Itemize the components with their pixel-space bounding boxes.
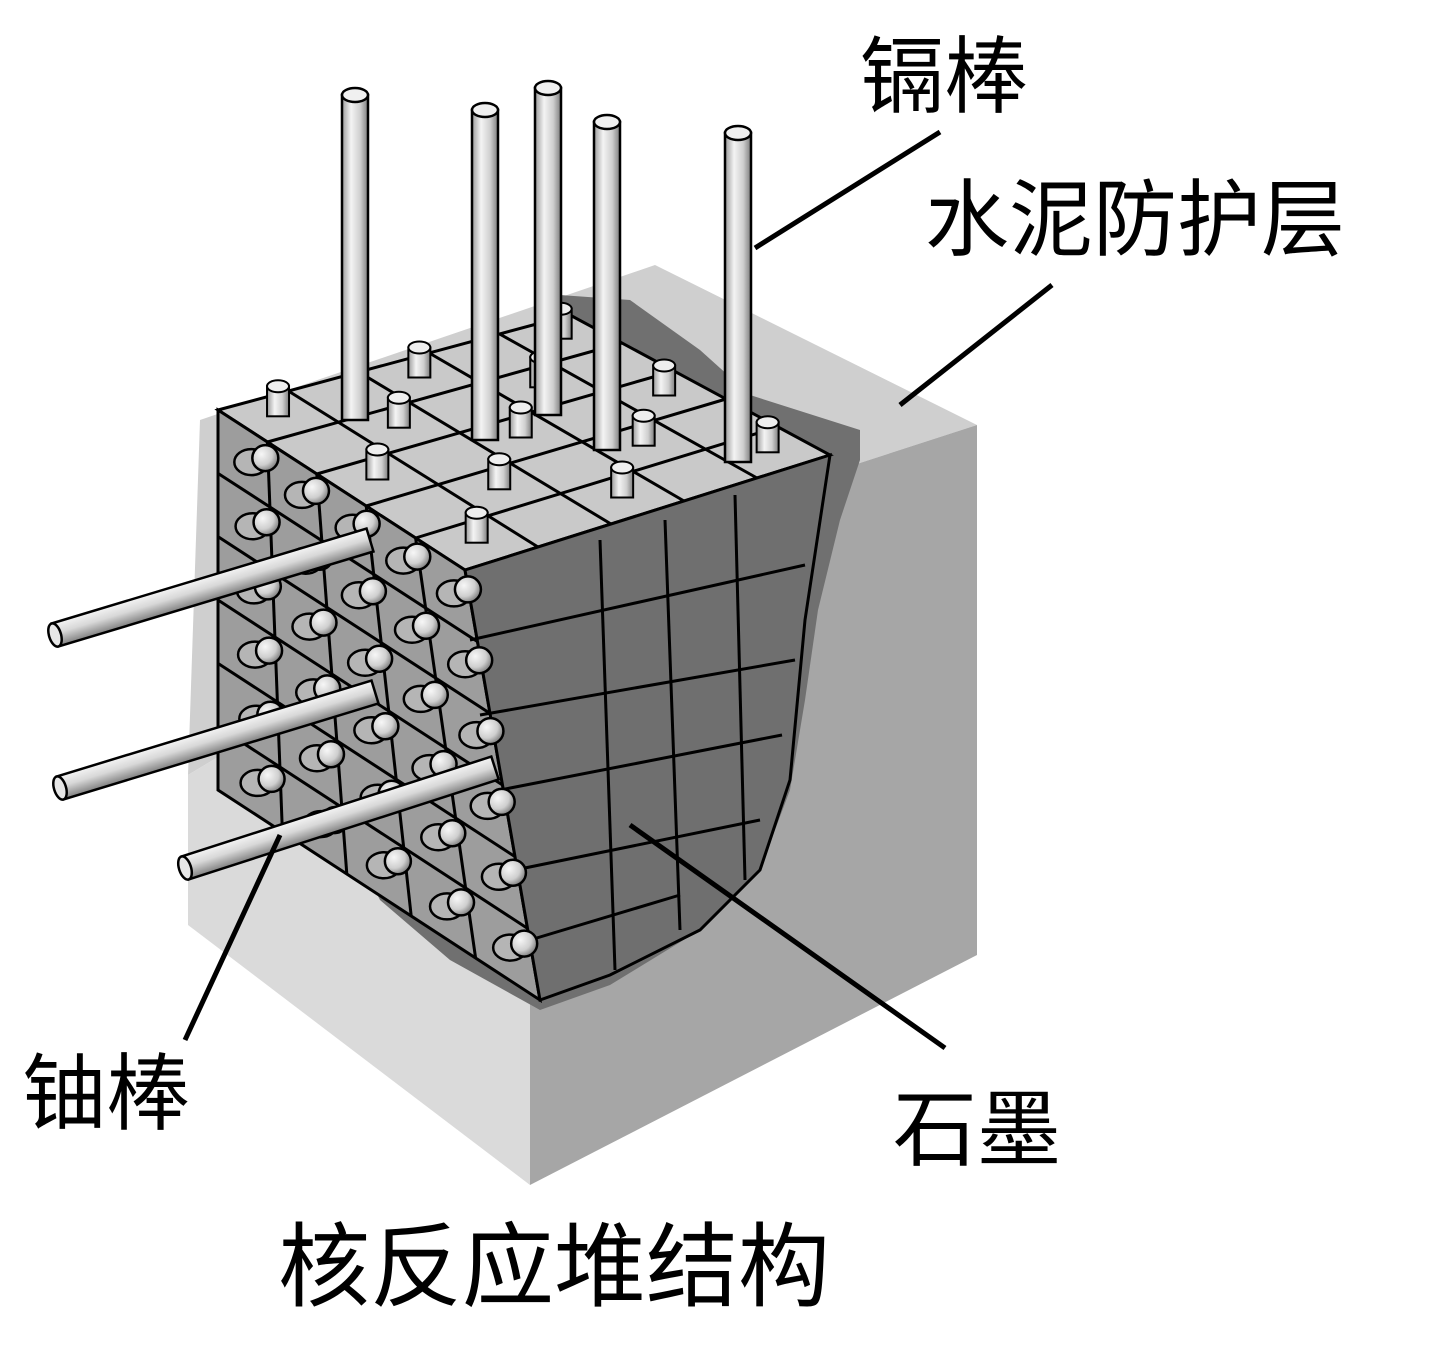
cadmium-rod [533, 86, 563, 417]
uranium-rods-protruding [47, 526, 501, 881]
uranium-rod-end [383, 847, 413, 876]
top-stub-cap [755, 415, 780, 430]
uranium-rod-end [358, 577, 388, 606]
cadmium-rod [470, 108, 500, 442]
uranium-rod-end [364, 644, 394, 673]
top-seam [287, 389, 539, 549]
uranium-rod-end [487, 787, 516, 817]
uranium-rod-end [403, 542, 432, 571]
front-seam [217, 662, 516, 858]
uranium-rod-end [254, 636, 284, 665]
cadmium-rod [592, 120, 622, 452]
top-seam [266, 341, 623, 444]
top-stub-cap [386, 390, 411, 405]
uranium-rod-end [316, 740, 346, 769]
uranium-rod-end [438, 819, 467, 848]
cadmium-rods [340, 79, 753, 464]
top-stub-cap [365, 442, 390, 457]
top-stub-cap [652, 358, 677, 373]
leader-cement [898, 283, 1054, 407]
uranium-rod-end [446, 888, 476, 917]
top-stub-cap [508, 400, 533, 415]
uranium-rod-tip [47, 622, 63, 648]
uranium-rod-end [453, 575, 483, 604]
label-cadmium-rod: 镉棒 [860, 28, 1029, 126]
uranium-rod-end [371, 712, 400, 741]
side-seam [479, 658, 796, 717]
uranium-rod-end [252, 508, 281, 537]
top-seam [365, 397, 727, 508]
uranium-rod [176, 755, 501, 881]
uranium-rod [52, 678, 381, 802]
leader-graphite [628, 822, 947, 1051]
top-stub-cap [266, 379, 291, 394]
uranium-rod [47, 526, 376, 649]
leader-lines [182, 129, 1054, 1051]
uranium-rod-end [309, 608, 338, 637]
uranium-rod-end [301, 476, 331, 506]
uranium-rod-end [464, 646, 494, 675]
front-seam [217, 725, 529, 930]
uranium-rod-tip [52, 775, 68, 801]
top-stub-cap [407, 340, 432, 355]
cadmium-rod [723, 131, 753, 464]
side-seam [469, 563, 806, 642]
side-seam [499, 733, 783, 792]
diagram-caption: 核反应堆结构 [278, 1214, 831, 1321]
top-stub-cap [610, 460, 635, 475]
label-graphite: 石墨 [893, 1081, 1062, 1179]
uranium-rod-end [251, 443, 280, 473]
uranium-rod-end [420, 680, 450, 710]
cadmium-rod-cap [592, 113, 622, 131]
leader-uranium [182, 833, 283, 1042]
top-stub-cap [464, 505, 489, 520]
uranium-rod-end [411, 611, 441, 640]
label-cement-layer: 水泥防护层 [925, 171, 1346, 269]
uranium-rod-end [476, 716, 505, 746]
cadmium-rod [340, 93, 370, 422]
uranium-rod-tip [176, 855, 194, 881]
cadmium-rod-cap [340, 86, 370, 104]
side-seam [733, 494, 747, 881]
side-seam [529, 893, 681, 942]
cadmium-rod-cap [723, 124, 753, 142]
side-seam [514, 818, 761, 872]
uranium-rod-end [498, 858, 528, 887]
top-stub-cap [631, 408, 656, 423]
cadmium-rod-cap [533, 79, 563, 97]
leader-cadmium [753, 129, 942, 251]
uranium-rod-end [257, 764, 286, 794]
cadmium-rod-cap [470, 101, 500, 119]
top-stub-cap [487, 452, 512, 467]
uranium-rod-end [509, 929, 539, 958]
label-uranium-rod: 铀棒 [22, 1045, 191, 1143]
